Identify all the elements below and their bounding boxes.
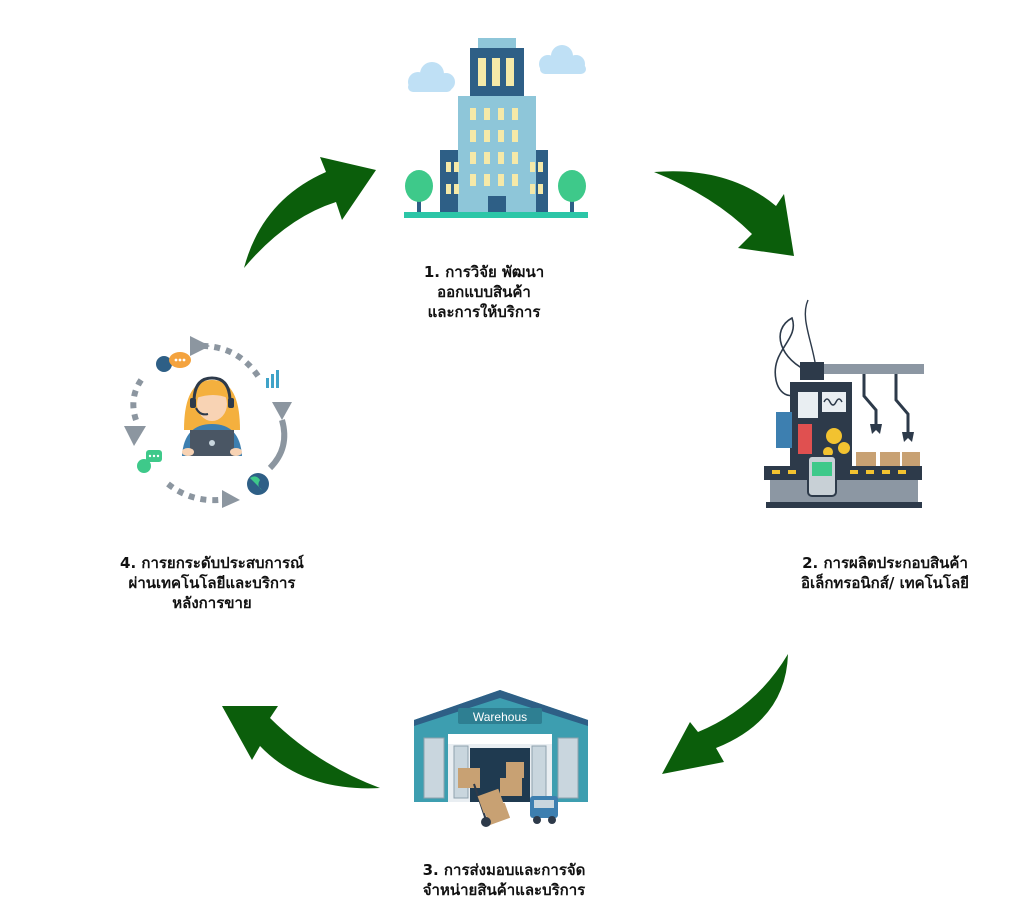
step-4-label-line: หลังการขาย bbox=[172, 594, 252, 612]
cloud-icon bbox=[408, 62, 455, 92]
step-1-label-line: 1. การวิจัย พัฒนา bbox=[423, 263, 545, 281]
cycle-arrow-3-to-4 bbox=[222, 706, 380, 789]
step-3-label-line: 3. การส่งมอบและการจัด bbox=[422, 861, 586, 879]
step-1-label-line: ออกแบบสินค้า bbox=[437, 283, 531, 301]
cloud-icon bbox=[539, 45, 586, 74]
step-4-label-line: 4. การยกระดับประสบการณ์ bbox=[120, 554, 304, 572]
cycle-arrow-2-to-3 bbox=[662, 654, 788, 774]
cycle-arrow-4-to-1 bbox=[244, 157, 376, 268]
step-4-label: 4. การยกระดับประสบการณ์ ผ่านเทคโนโลยีและ… bbox=[82, 553, 342, 613]
cycle-arrow-1-to-2 bbox=[654, 171, 794, 256]
step-3-label-line: จำหน่ายสินค้าและบริการ bbox=[422, 881, 586, 899]
step-2-label-line: 2. การผลิตประกอบสินค้า bbox=[802, 554, 968, 572]
step-1-label: 1. การวิจัย พัฒนา ออกแบบสินค้า และการให้… bbox=[384, 262, 584, 322]
step-2-label-line: อิเล็กทรอนิกส์/ เทคโนโลยี bbox=[801, 574, 969, 592]
chat-bubble-icon bbox=[156, 352, 191, 372]
customer-support-icon bbox=[124, 336, 292, 508]
support-agent-avatar bbox=[182, 376, 242, 456]
step-1-label-line: และการให้บริการ bbox=[427, 303, 541, 321]
step-4-label-line: ผ่านเทคโนโลยีและบริการ bbox=[128, 574, 296, 592]
warehouse-icon: Warehous bbox=[414, 690, 588, 827]
warehouse-sign-text: Warehous bbox=[473, 710, 527, 724]
bar-chart-icon bbox=[266, 370, 279, 388]
tree-icon bbox=[405, 170, 433, 212]
globe-icon bbox=[247, 473, 269, 495]
office-building-icon bbox=[404, 38, 588, 218]
step-2-label: 2. การผลิตประกอบสินค้า อิเล็กทรอนิกส์/ เ… bbox=[760, 553, 1010, 593]
assembly-line-icon bbox=[764, 299, 924, 508]
step-3-label: 3. การส่งมอบและการจัด จำหน่ายสินค้าและบร… bbox=[384, 860, 624, 900]
phone-message-icon bbox=[137, 450, 162, 473]
tree-icon bbox=[558, 170, 586, 212]
